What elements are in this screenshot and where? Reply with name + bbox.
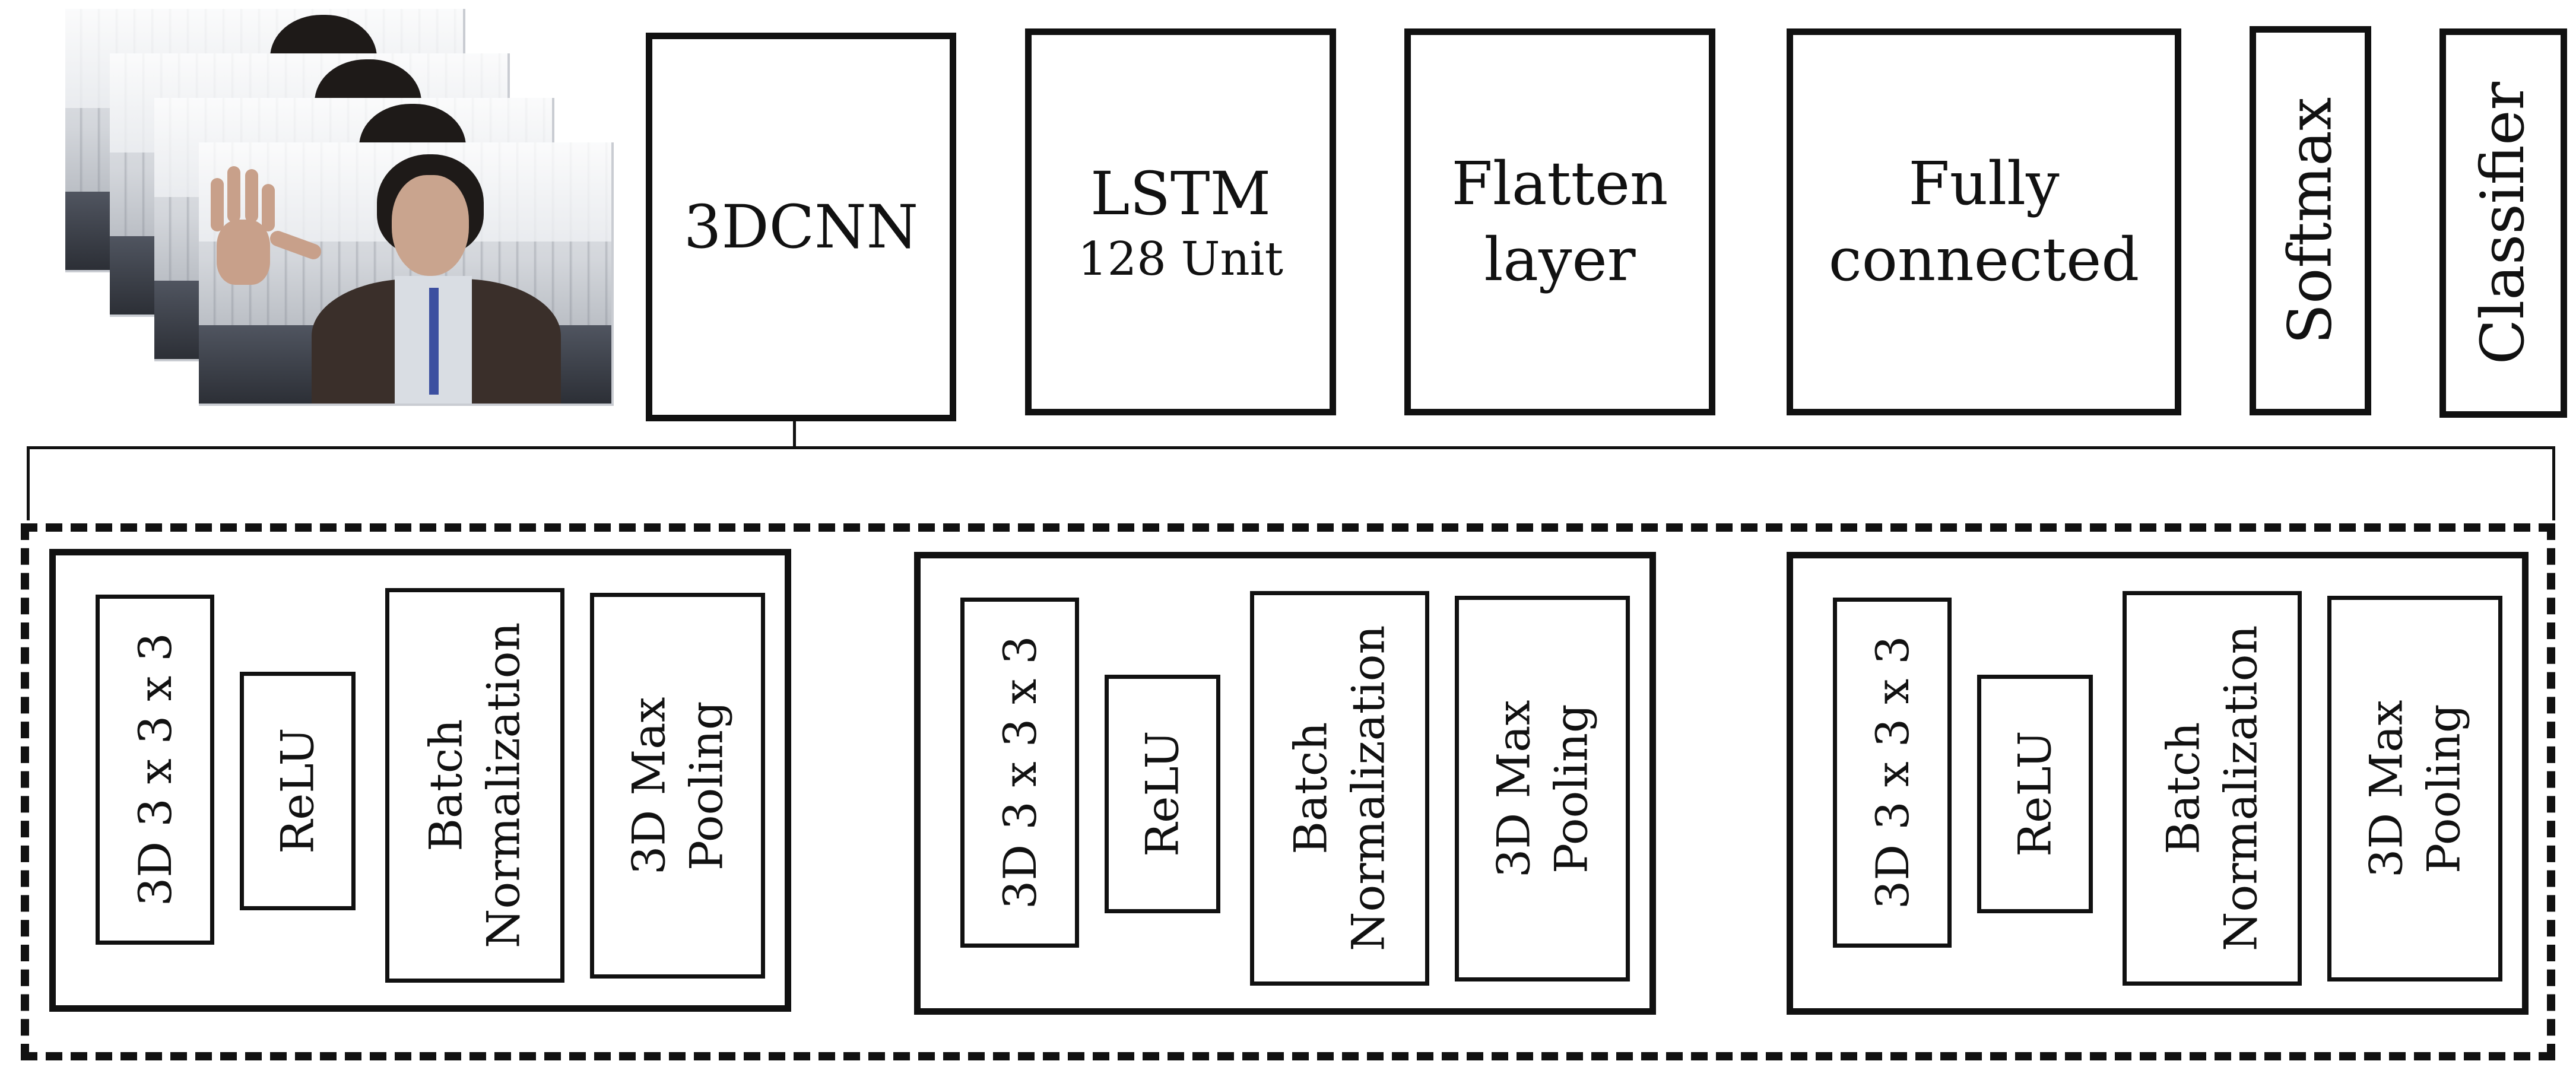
max-pool-label-line2: Pooling: [680, 701, 733, 871]
relu-box: ReLU: [1977, 675, 2093, 913]
relu-label: ReLU: [1135, 730, 1189, 857]
max-pool-label-line2: Pooling: [1544, 704, 1598, 873]
conv-layer-box: 3D 3 x 3 x 3: [96, 595, 214, 945]
max-pool-label-line1: 3D Max: [622, 697, 675, 875]
max-pool-box: 3D Max Pooling: [2327, 596, 2502, 981]
relu-box: ReLU: [1105, 675, 1220, 913]
batch-norm-box: Batch Normalization: [2123, 591, 2302, 986]
max-pool-box: 3D Max Pooling: [1455, 596, 1630, 981]
softmax-box: Softmax: [2250, 26, 2371, 415]
max-pool-label-line2: Pooling: [2417, 704, 2470, 873]
cnn-detail-container: [21, 523, 2555, 1060]
batch-norm-box: Batch Normalization: [385, 588, 564, 983]
input-video-frames: [65, 9, 614, 406]
relu-label: ReLU: [2008, 730, 2061, 857]
cnn-box: 3DCNN: [646, 33, 956, 421]
batch-norm-label-line1: Batch: [2156, 722, 2210, 855]
conv-layer-box: 3D 3 x 3 x 3: [1833, 598, 1952, 948]
conv-layer-label: 3D 3 x 3 x 3: [993, 636, 1046, 910]
max-pool-label-line1: 3D Max: [1487, 700, 1540, 878]
max-pool-label-line1: 3D Max: [2359, 700, 2413, 878]
cnn-block-3: 3D 3 x 3 x 3 ReLU Batch Normalization 3D…: [1787, 552, 2529, 1015]
max-pool-box: 3D Max Pooling: [590, 593, 765, 979]
fully-connected-box: Fully connected: [1787, 28, 2181, 415]
lstm-box-sublabel: 128 Unit: [1078, 233, 1283, 287]
conv-layer-label: 3D 3 x 3 x 3: [1866, 636, 1919, 910]
flatten-box-label-line1: Flatten: [1451, 149, 1668, 218]
cnn-block-1: 3D 3 x 3 x 3 ReLU Batch Normalization 3D…: [49, 549, 791, 1012]
softmax-box-label: Softmax: [2275, 97, 2345, 345]
flatten-box: Flatten layer: [1404, 28, 1715, 415]
video-frame-front: [199, 142, 614, 406]
batch-norm-label-line2: Normalization: [1342, 625, 1395, 952]
batch-norm-label-line1: Batch: [419, 719, 472, 852]
fully-connected-box-label-line1: Fully: [1908, 149, 2060, 218]
relu-box: ReLU: [240, 672, 356, 910]
classifier-box-label: Classifier: [2468, 81, 2538, 365]
conv-layer-box: 3D 3 x 3 x 3: [960, 598, 1079, 948]
flatten-box-label-line2: layer: [1484, 225, 1636, 294]
connector-horizontal: [27, 446, 2555, 449]
connector-left-drop: [27, 446, 30, 520]
relu-label: ReLU: [271, 728, 324, 855]
connector-stem: [793, 418, 796, 447]
lstm-box-label: LSTM: [1090, 159, 1271, 229]
lstm-box: LSTM 128 Unit: [1025, 28, 1336, 415]
connector-right-drop: [2552, 446, 2555, 520]
classifier-box: Classifier: [2439, 28, 2567, 418]
batch-norm-label-line1: Batch: [1284, 722, 1337, 855]
batch-norm-label-line2: Normalization: [477, 622, 531, 949]
conv-layer-label: 3D 3 x 3 x 3: [128, 633, 182, 907]
fully-connected-box-label-line2: connected: [1828, 225, 2140, 294]
cnn-block-2: 3D 3 x 3 x 3 ReLU Batch Normalization 3D…: [914, 552, 1656, 1015]
batch-norm-box: Batch Normalization: [1250, 591, 1429, 986]
batch-norm-label-line2: Normalization: [2215, 625, 2268, 952]
cnn-box-label: 3DCNN: [683, 192, 919, 262]
